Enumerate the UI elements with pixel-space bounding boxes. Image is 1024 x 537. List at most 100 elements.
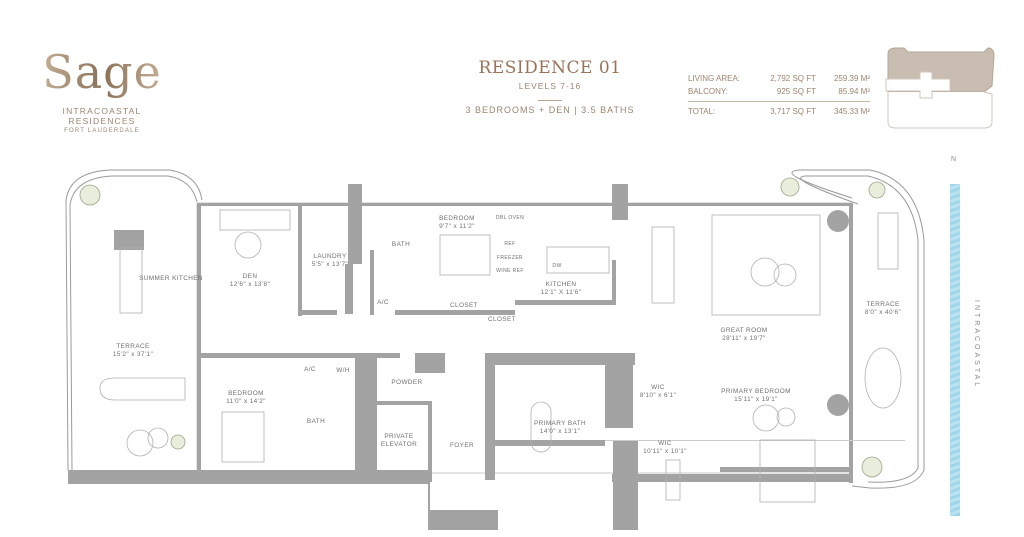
area-sqm: 85.94 M² <box>838 87 870 96</box>
room-label: DBL OVEN <box>496 214 524 222</box>
room-name: BATH <box>391 241 411 248</box>
room-label: PRIVATE ELEVATOR <box>377 433 421 449</box>
logo-wordmark: Sage <box>36 44 168 100</box>
walls <box>68 184 905 530</box>
room-name: LAUNDRY <box>313 253 347 260</box>
key-plan <box>885 47 995 129</box>
room-name: POWDER <box>391 379 423 386</box>
room-dimensions: 10'11" x 10'1" <box>643 448 687 455</box>
room-dimensions: 14'0" x 13'1" <box>539 428 581 435</box>
divider <box>538 100 562 101</box>
room-name: PRIVATE ELEVATOR <box>380 433 418 448</box>
room-label: BATH <box>392 241 410 249</box>
room-name: A/C <box>304 366 316 373</box>
room-name: FOYER <box>449 442 475 449</box>
residence-summary: 3 BEDROOMS + DEN | 3.5 BATHS <box>465 105 635 115</box>
room-name: TERRACE <box>116 343 150 350</box>
room-label: BATH <box>307 418 325 426</box>
room-dimensions: 12'1" X 11'6" <box>540 289 582 296</box>
room-dimensions: 8'10" x 6'1" <box>639 392 677 399</box>
room-name: A/C <box>377 299 389 306</box>
brand-subtitle: INTRACOASTAL RESIDENCES <box>62 106 142 126</box>
area-label: BALCONY: <box>688 87 729 96</box>
area-sqft: 2,792 SQ FT <box>770 74 816 83</box>
area-sqm: 259.39 M² <box>833 74 870 83</box>
room-name: DW <box>552 263 562 269</box>
intracoastal-waterway <box>950 184 960 516</box>
room-name: TERRACE <box>866 301 900 308</box>
key-plan-outline <box>887 91 993 129</box>
plants <box>79 177 886 478</box>
room-label: FREEZER <box>497 254 523 262</box>
room-dimensions: 15'2" x 37'1" <box>112 351 154 358</box>
room-name: REF <box>504 241 516 247</box>
room-label: A/C <box>377 299 389 307</box>
room-label: REF <box>504 240 515 248</box>
room-name: PRIMARY BATH <box>533 420 587 427</box>
room-name: W/H <box>336 367 350 374</box>
room-label: CLOSET <box>488 316 516 324</box>
room-name: KITCHEN <box>545 281 577 288</box>
room-name: SUMMER KITCHEN <box>139 275 203 282</box>
room-label: WINE REF <box>496 267 524 275</box>
room-dimensions: 28'11" x 19'7" <box>722 335 766 342</box>
area-label: TOTAL: <box>688 107 716 116</box>
room-label: FOYER <box>450 442 474 450</box>
residence-levels: LEVELS 7-16 <box>518 81 582 91</box>
room-name: WIC <box>651 384 665 391</box>
room-name: GREAT ROOM <box>720 327 768 334</box>
room-dimensions: 5'5" x 13'7" <box>311 261 349 268</box>
room-dimensions: 8'0" x 40'6" <box>864 309 902 316</box>
brand-logo: Sage INTRACOASTAL RESIDENCES FORT LAUDER… <box>36 44 168 134</box>
residence-header: RESIDENCE 01 LEVELS 7-16 3 BEDROOMS + DE… <box>460 58 640 115</box>
room-name: WIC <box>658 440 672 447</box>
room-dimensions: 11'0" x 14'2" <box>226 398 266 405</box>
room-name: FREEZER <box>496 255 524 261</box>
room-name: PRIMARY BEDROOM <box>721 388 791 395</box>
key-plan-core <box>885 71 951 99</box>
room-label: CLOSET <box>450 302 478 310</box>
divider <box>688 101 870 102</box>
room-label: A/C <box>304 366 316 374</box>
room-name: CLOSET <box>450 302 478 309</box>
room-name: WINE REF <box>496 268 524 274</box>
room-name: DBL OVEN <box>495 215 525 221</box>
room-name: CLOSET <box>488 316 516 323</box>
room-label: POWDER <box>391 379 422 387</box>
area-row: BALCONY: 925 SQ FT 85.94 M² <box>688 85 870 98</box>
room-dimensions: 15'11" x 19'1" <box>734 396 778 403</box>
columns <box>827 210 849 416</box>
room-name: BEDROOM <box>228 390 264 397</box>
residence-title: RESIDENCE 01 <box>478 58 622 78</box>
waterway-label: INTRACOASTAL <box>973 300 980 390</box>
north-arrow-icon: N <box>951 156 956 163</box>
room-dimensions: 9'7" x 11'2" <box>439 223 475 230</box>
brand-city: FORT LAUDERDALE <box>64 128 140 134</box>
terrace-outlines <box>65 169 925 489</box>
room-dimensions: 12'6" x 13'8" <box>229 281 271 288</box>
area-sqft: 925 SQ FT <box>776 87 816 96</box>
compass-label: N <box>951 156 957 163</box>
room-label: DW <box>552 262 561 270</box>
room-name: BEDROOM <box>439 215 475 222</box>
area-sqm: 345.33 M² <box>833 107 870 116</box>
room-label: SUMMER KITCHEN <box>139 275 203 283</box>
room-name: BATH <box>306 418 326 425</box>
furniture <box>99 209 902 503</box>
